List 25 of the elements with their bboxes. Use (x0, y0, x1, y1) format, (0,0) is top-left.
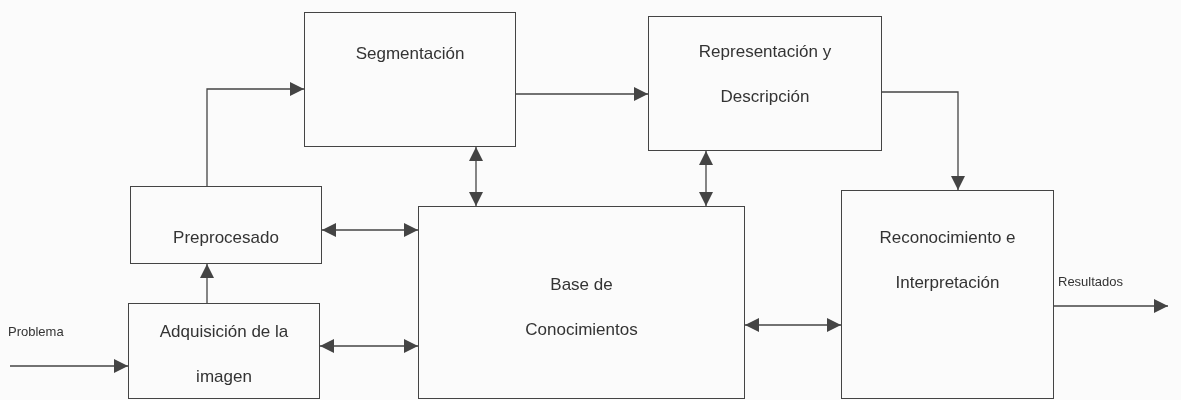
box-label: Base de Conocimientos (524, 274, 639, 341)
box-label: Preprocesado (172, 227, 280, 249)
process-box (418, 206, 745, 399)
arrow (881, 91, 965, 191)
flow-label: Problema (8, 324, 64, 339)
process-box (841, 190, 1054, 399)
box-label: Adquisición de la imagen (158, 321, 290, 388)
box-label: Representación y Descripción (697, 41, 833, 108)
arrow (321, 223, 419, 237)
arrow (200, 263, 214, 304)
process-box (304, 12, 516, 147)
process-box (128, 303, 320, 399)
flow-label: Resultados (1058, 274, 1124, 289)
arrow (319, 339, 419, 353)
process-box (130, 186, 322, 264)
arrow (9, 359, 129, 373)
arrow (744, 318, 842, 332)
box-label: Segmentación (354, 43, 466, 65)
arrow (469, 146, 483, 207)
arrow (515, 87, 649, 101)
arrow (206, 82, 305, 187)
arrow (1053, 299, 1169, 313)
arrow (699, 150, 713, 207)
process-box (648, 16, 882, 151)
box-label: Reconocimiento e Interpretación (878, 227, 1017, 294)
